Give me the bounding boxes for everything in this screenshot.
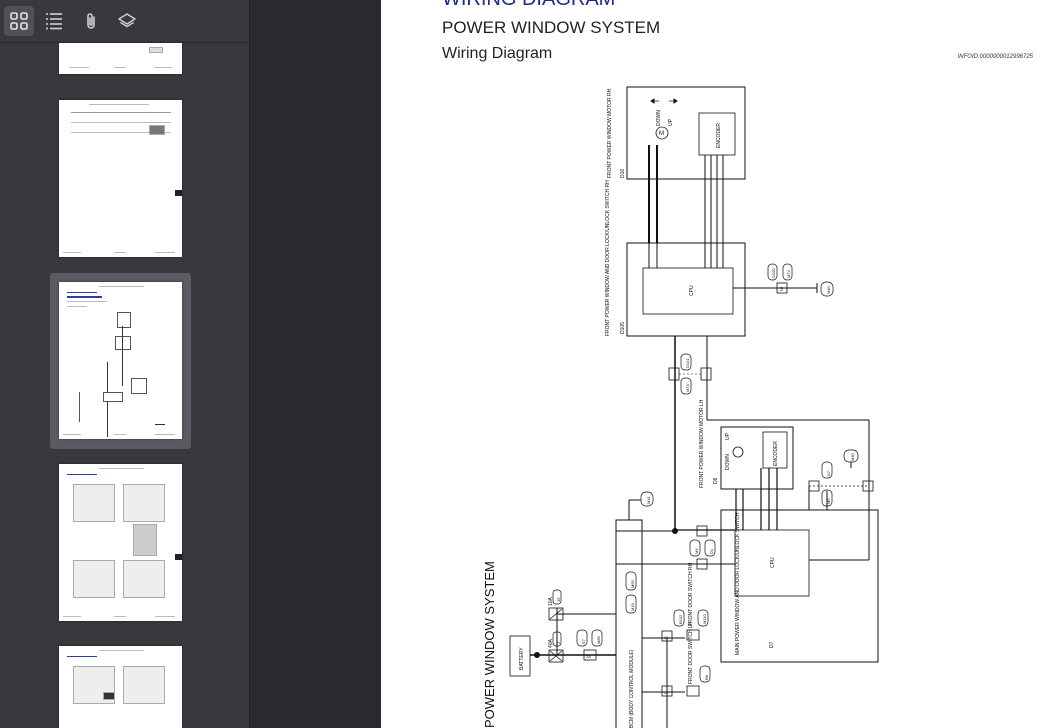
encoder-lh [762, 431, 788, 469]
main-switch-conn-left-2: D1 [709, 548, 714, 554]
motor-rh-box [626, 86, 746, 180]
page-thumbnail[interactable] [59, 100, 182, 257]
motor-lh-symbol-icon [732, 446, 744, 458]
door-sw-rh-label: FRONT DOOR SWITCH RH [688, 562, 694, 626]
motor-lh-box [720, 426, 794, 490]
wiring-diagram: FRONT POWER WINDOW MOTOR RH D16 M DOWN U… [482, 86, 879, 728]
bcm-ground-icon [640, 491, 654, 507]
page-thumbnail[interactable] [59, 464, 182, 621]
paperclip-icon [87, 13, 95, 29]
main-switch-conn-left-1: M4 [694, 548, 699, 554]
sidebar [0, 0, 250, 728]
thumbnails-button[interactable] [4, 6, 34, 36]
info-id: INFOID:0000000012996725 [957, 54, 1033, 60]
fuse-40a: 40A [548, 638, 554, 648]
main-switch-conn-right-1: D7 [826, 470, 831, 476]
main-switch-label: MAIN POWER WINDOW AND DOOR LOCK/UNLOCK S… [735, 512, 741, 655]
fuse-40a-icon [548, 649, 564, 663]
door-sw-lh-conn: B8 [704, 674, 709, 680]
door-sw-lh-label: FRONT DOOR SWITCH LH [688, 621, 694, 684]
layers-icon [118, 13, 136, 28]
sidebar-toolbar [0, 0, 249, 43]
switch-rh-cpu [642, 267, 734, 315]
layers-button[interactable] [112, 6, 142, 36]
joint-conn-2: M74 [685, 383, 690, 392]
document-page: WIRING DIAGRAM POWER WINDOW SYSTEM Wirin… [381, 0, 1055, 728]
fuse-relay: M89 [596, 635, 601, 644]
motor-lh-down: DOWN [725, 454, 731, 470]
attachments-button[interactable] [76, 6, 106, 36]
motor-rh-conn: D16 [620, 169, 626, 178]
list-icon [46, 13, 62, 30]
subsection-title: Wiring Diagram [442, 45, 553, 62]
main-switch-cpu [734, 529, 810, 597]
fuse-10a: 10A [548, 596, 554, 606]
switch-rh-ground-pin: 3 [780, 287, 783, 293]
switch-rh-cpu-label: CPU [689, 285, 695, 296]
page-thumbnail-current[interactable] [59, 282, 182, 439]
main-switch-box [720, 509, 879, 663]
motor-lh-conn: D8 [713, 477, 719, 484]
page-thumbnail[interactable] [59, 43, 182, 74]
switch-rh-ground-conn-2: M74 [786, 269, 791, 278]
door-sw-rh-symbol [686, 629, 700, 641]
bcm-conn-1: M19 [630, 602, 635, 611]
switch-rh-ground-conn-1: D100 [771, 268, 776, 278]
motor-rh-down: DOWN [656, 110, 662, 126]
motor-rh-label-text: FRONT POWER WINDOW MOTOR RH [607, 88, 613, 178]
outline-button[interactable] [39, 6, 69, 36]
viewer-background [250, 0, 381, 728]
side-title: POWER WINDOW SYSTEM [482, 561, 497, 728]
switch-rh-label: FRONT POWER WINDOW AND DOOR LOCK/UNLOCK … [605, 180, 611, 336]
grid-icon [10, 12, 28, 30]
fuse-conn: E7 [581, 638, 586, 644]
joint-conn-1: D101 [685, 358, 690, 368]
switch-rh-conn: D105 [620, 322, 626, 334]
switch-rh-box [626, 242, 746, 337]
switch-rh-ground: M40 [826, 285, 831, 294]
ground-lh-icon [843, 449, 859, 463]
svg-text:M: M [659, 131, 664, 137]
motor-rh-symbol-icon [655, 126, 669, 140]
page-thumbnail[interactable] [59, 646, 182, 728]
fuse-10a-icon [548, 607, 564, 621]
main-switch-ground: M40 [850, 452, 855, 461]
bcm-conn-2: M65 [630, 579, 635, 588]
thumbnail-list[interactable] [0, 43, 249, 728]
bcm-ground: M41 [646, 495, 651, 504]
motor-rh-label: FRONT POWER WINDOW MOTOR RH D16 [607, 88, 626, 178]
door-sw-rh-conn2: M110 [702, 614, 707, 624]
door-sw-lh-symbol [686, 685, 700, 697]
door-sw-lh-pin: 20 [664, 690, 669, 695]
section-title: WIRING DIAGRAM [442, 0, 615, 11]
fuse-40a-id: J [556, 642, 561, 644]
encoder-lh-label: ENCODER [773, 441, 779, 466]
motor-lh-label: FRONT POWER WINDOW MOTOR LH [699, 399, 705, 488]
battery-icon [509, 635, 531, 677]
battery-label: BATTERY [519, 647, 525, 670]
bcm-label: BCM (BODY CONTROL MODULE) [629, 649, 635, 728]
main-switch-conn: D7 [769, 641, 775, 648]
main-switch-cpu-label: CPU [770, 557, 776, 568]
fuse-pin: 2A [586, 654, 591, 659]
fuse-10a-id: 15 [556, 597, 561, 602]
motor-rh-up: UP [668, 118, 674, 126]
encoder-rh-label: ENCODER [716, 123, 722, 148]
motor-lh-up: UP [725, 432, 731, 440]
main-switch-conn-right-2: M6 [826, 498, 831, 504]
door-sw-rh-conn: B102 [678, 614, 683, 624]
system-title: POWER WINDOW SYSTEM [442, 18, 661, 37]
door-sw-rh-pin: 19 [664, 635, 669, 640]
